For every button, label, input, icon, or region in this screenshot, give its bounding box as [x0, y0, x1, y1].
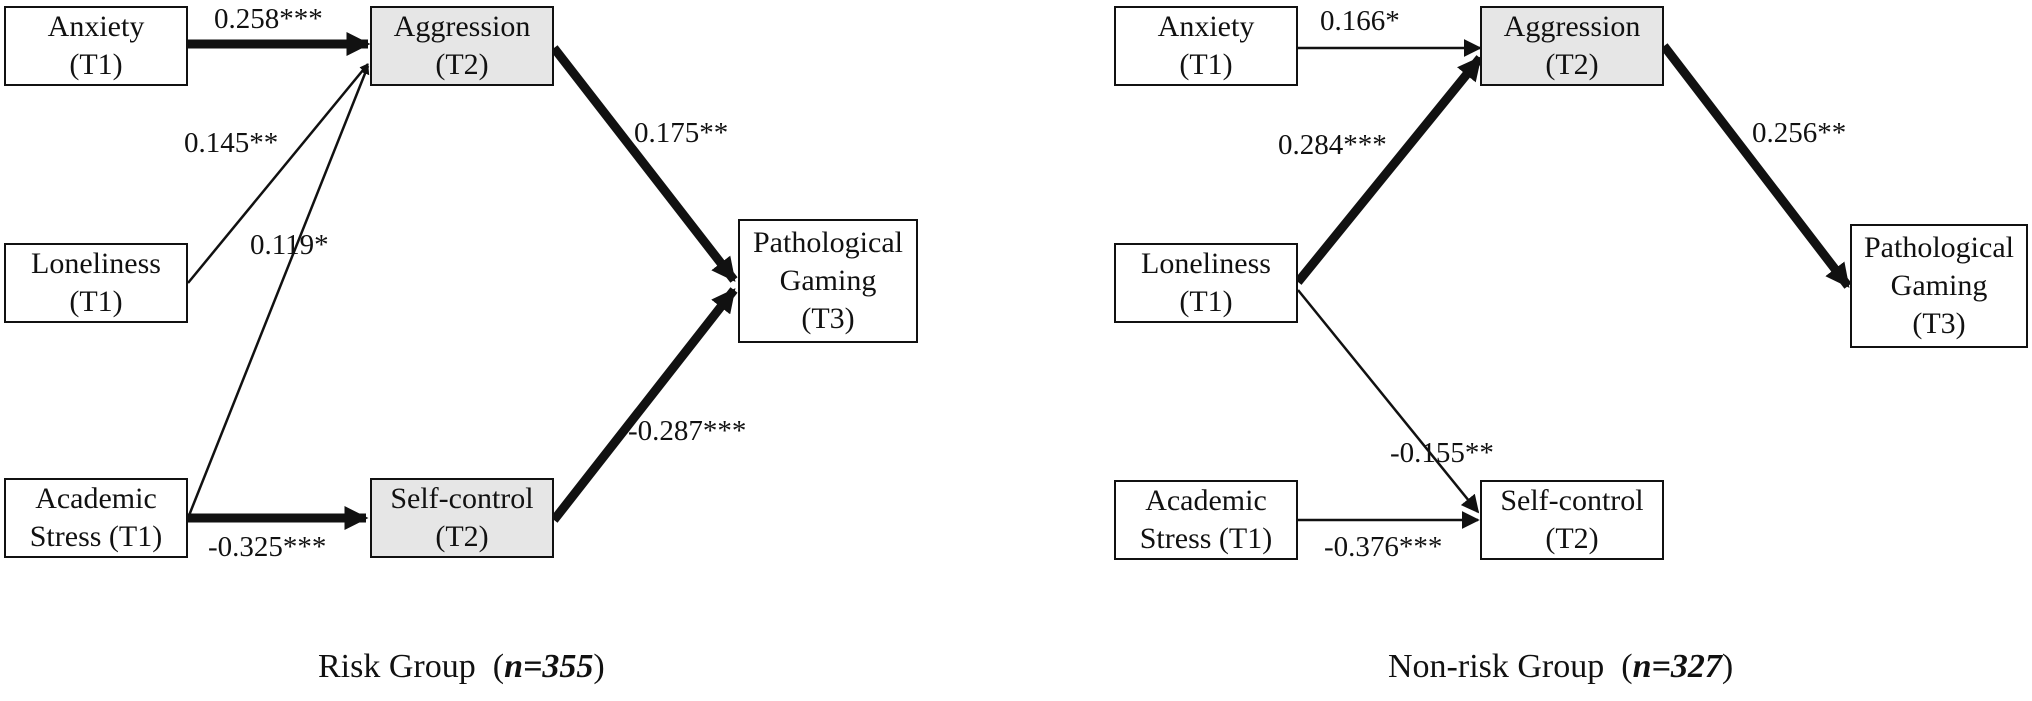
- non-risk-group-panel: Anxiety (T1) Aggression (T2) Loneliness …: [1016, 0, 2032, 701]
- coef-academic-stress-self-control: -0.376***: [1324, 531, 1443, 563]
- node-loneliness: Loneliness (T1): [4, 243, 188, 323]
- coef-academic-stress-aggression: 0.119*: [250, 229, 329, 261]
- coef-aggression-pathological-gaming: 0.256**: [1752, 117, 1847, 149]
- coef-self-control-pathological-gaming: -0.287***: [628, 415, 747, 447]
- node-academic-stress: Academic Stress (T1): [1114, 480, 1298, 560]
- risk-group-panel: Anxiety (T1) Aggression (T2) Loneliness …: [4, 3, 918, 685]
- path-aggression-pathological-gaming: [1660, 43, 1852, 289]
- coef-academic-stress-self-control: -0.325***: [208, 531, 327, 563]
- path-self-control-pathological-gaming: [550, 287, 738, 523]
- path-academic-stress-aggression: [186, 65, 370, 519]
- node-pathological-gaming: Pathological Gaming (T3): [1850, 224, 2028, 348]
- node-loneliness: Loneliness (T1): [1114, 243, 1298, 323]
- non-risk-group-caption: Non-risk Group (n=327): [1388, 648, 1734, 685]
- coef-loneliness-self-control: -0.155**: [1390, 437, 1494, 469]
- node-pathological-gaming: Pathological Gaming (T3): [738, 219, 918, 343]
- node-academic-stress: Academic Stress (T1): [4, 478, 188, 558]
- coef-aggression-pathological-gaming: 0.175**: [634, 117, 729, 149]
- coef-anxiety-aggression: 0.258***: [214, 3, 323, 35]
- path-loneliness-aggression: [1294, 55, 1484, 285]
- node-self-control: Self-control (T2): [370, 478, 554, 558]
- node-anxiety: Anxiety (T1): [1114, 6, 1298, 86]
- coef-anxiety-aggression: 0.166*: [1320, 5, 1400, 37]
- risk-group-caption: Risk Group (n=355): [318, 648, 605, 685]
- node-aggression: Aggression (T2): [1480, 6, 1664, 86]
- path-aggression-pathological-gaming: [550, 45, 738, 283]
- path-loneliness-aggression: [187, 63, 369, 284]
- path-loneliness-self-control: [1297, 289, 1480, 514]
- coef-loneliness-aggression: 0.284***: [1278, 129, 1387, 161]
- coef-loneliness-aggression: 0.145**: [184, 127, 279, 159]
- non-risk-group-edges: [1294, 39, 1852, 529]
- risk-group-edges: [186, 32, 738, 530]
- node-anxiety: Anxiety (T1): [4, 6, 188, 86]
- node-self-control: Self-control (T2): [1480, 480, 1664, 560]
- node-aggression: Aggression (T2): [370, 6, 554, 86]
